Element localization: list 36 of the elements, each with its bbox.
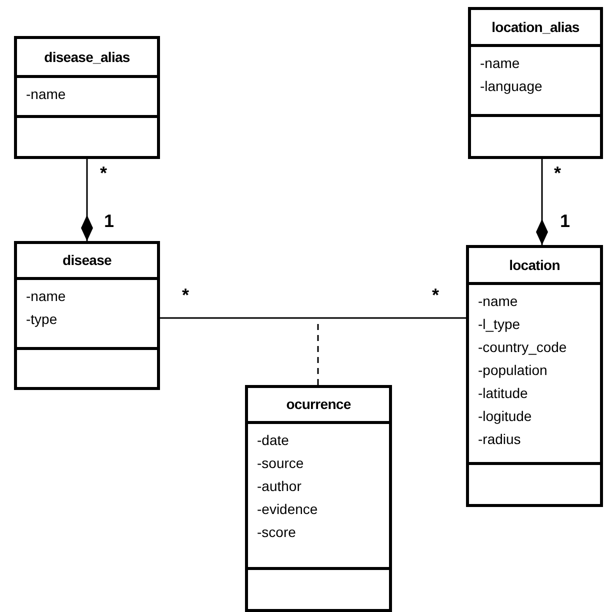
attribute-text: -score: [257, 523, 297, 542]
multiplicity-label: *: [182, 286, 190, 304]
attribute-text: -l_type: [478, 315, 522, 334]
attribute-text: -name: [26, 85, 67, 104]
attribute-text: -country_code: [478, 338, 568, 357]
attribute-text: -latitude: [478, 384, 529, 403]
multiplicity-label: 1: [560, 212, 570, 230]
class-box: [14, 241, 160, 390]
attribute-text: -language: [480, 77, 544, 96]
multiplicity-label: 1: [104, 212, 114, 230]
multiplicity-label: *: [432, 286, 440, 304]
attribute-text: -type: [26, 310, 58, 329]
class-name: location: [509, 256, 560, 274]
composition-line: [536, 159, 548, 245]
class-box: [245, 385, 392, 612]
attribute-text: -evidence: [257, 500, 319, 519]
association-line: [160, 317, 466, 319]
attribute-text: -name: [26, 287, 67, 306]
class-box: [466, 245, 603, 507]
multiplicity-label: *: [100, 164, 108, 182]
multiplicity-label: *: [554, 164, 562, 182]
attribute-text: -source: [257, 454, 305, 473]
class-name: disease: [62, 251, 112, 270]
class-name: location_alias: [492, 18, 580, 36]
class-box: [468, 7, 603, 159]
attribute-text: -date: [257, 431, 290, 450]
composition-line: [81, 159, 93, 241]
class-name: disease_alias: [44, 48, 130, 66]
attribute-text: -name: [478, 292, 519, 311]
attribute-text: -logitude: [478, 407, 533, 426]
attribute-text: -radius: [478, 430, 522, 449]
class-name: ocurrence: [286, 395, 351, 414]
attribute-text: -author: [257, 477, 302, 496]
class-box: [14, 36, 160, 159]
attribute-text: -population: [478, 361, 548, 380]
attribute-text: -name: [480, 54, 521, 73]
